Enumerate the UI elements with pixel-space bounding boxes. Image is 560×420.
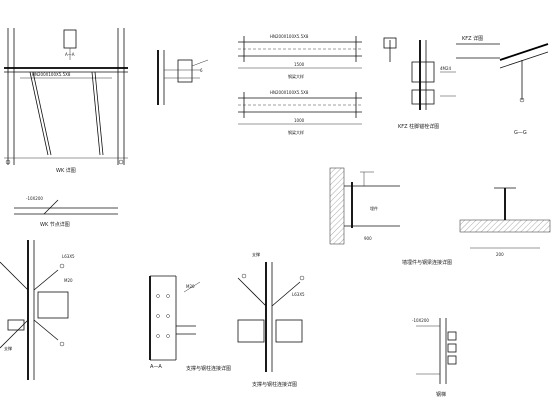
gusset-caption: WK 节点详图 xyxy=(40,221,70,228)
section-g-caption: G—G xyxy=(514,130,527,136)
stair-caption: 钢梯 xyxy=(436,391,446,398)
wall-anchor-dim: 900 xyxy=(364,236,372,241)
wall-anchor-dim-2: 200 xyxy=(496,252,504,257)
beam-a-caption: 钢梁大样 xyxy=(288,73,304,79)
gusset-plate-spec: -10X200 xyxy=(26,196,43,201)
beam-detail-b: HN200X100X5.5X8 1000 钢梁大样 xyxy=(238,90,362,135)
kfz-anchor-spec: 4M24 xyxy=(440,66,452,71)
column-cap-weld: 6 xyxy=(200,68,203,73)
rafter-elevation-drawing: WK 详图 HN200X100X5.5X8 A—A xyxy=(4,28,128,174)
stair-detail: -10X200 钢梯 xyxy=(412,318,457,398)
beam-b-caption: 钢梁大样 xyxy=(288,129,304,135)
brace-mid-bolt: M20 xyxy=(186,284,195,289)
wall-anchor-detail: 埋件 900 200 墙埋件与钢梁连接详图 xyxy=(329,167,551,266)
brace-left-spec: L63X5 xyxy=(62,254,75,259)
kfz-anchor-caption: KFZ 柱脚锚栓详图 xyxy=(398,123,439,130)
brace-left-note: 支撑 xyxy=(4,345,12,351)
kfz-elevation: KFZ 详图 G—G xyxy=(456,35,549,136)
wall-anchor-caption: 墙埋件与钢梁连接详图 xyxy=(402,259,452,266)
brace-connection-right: L63X5 支撑 支撑与钢柱连接详图 xyxy=(237,251,305,388)
beam-detail-a: HN200X100X5.5X8 1500 钢梁大样 xyxy=(238,34,362,79)
stair-plate-spec: -10X200 xyxy=(412,318,429,323)
kfz-base-detail: 4M24 KFZ 柱脚锚栓详图 xyxy=(383,37,456,130)
column-cap-detail: 6 xyxy=(157,50,209,105)
beam-a-dim: 1500 xyxy=(294,62,305,67)
rafter-section-label: A—A xyxy=(65,52,75,57)
beam-a-spec: HN200X100X5.5X8 xyxy=(270,34,309,39)
small-gusset-detail: -10X200 WK 节点详图 xyxy=(14,196,118,228)
brace-right-caption: 支撑与钢柱连接详图 xyxy=(252,381,297,388)
wall-anchor-note: 埋件 xyxy=(370,205,378,211)
brace-right-spec: L63X5 xyxy=(292,292,305,297)
brace-mid-caption: 支撑与钢柱连接详图 xyxy=(186,365,231,372)
brace-left-bolt: M20 xyxy=(64,278,73,283)
beam-b-dim: 1000 xyxy=(294,118,305,123)
brace-connection-left: L63X5 M20 支撑 xyxy=(0,240,75,380)
section-a-bottom-caption: A—A xyxy=(150,364,162,370)
brace-right-note: 支撑 xyxy=(252,251,260,257)
rafter-elevation-caption: WK 详图 xyxy=(56,167,76,174)
brace-connection-middle: M20 A—A 支撑与钢柱连接详图 xyxy=(149,275,231,372)
rafter-beam-note: HN200X100X5.5X8 xyxy=(32,72,71,77)
kfz-elevation-caption: KFZ 详图 xyxy=(462,35,483,42)
beam-b-spec: HN200X100X5.5X8 xyxy=(270,90,309,95)
